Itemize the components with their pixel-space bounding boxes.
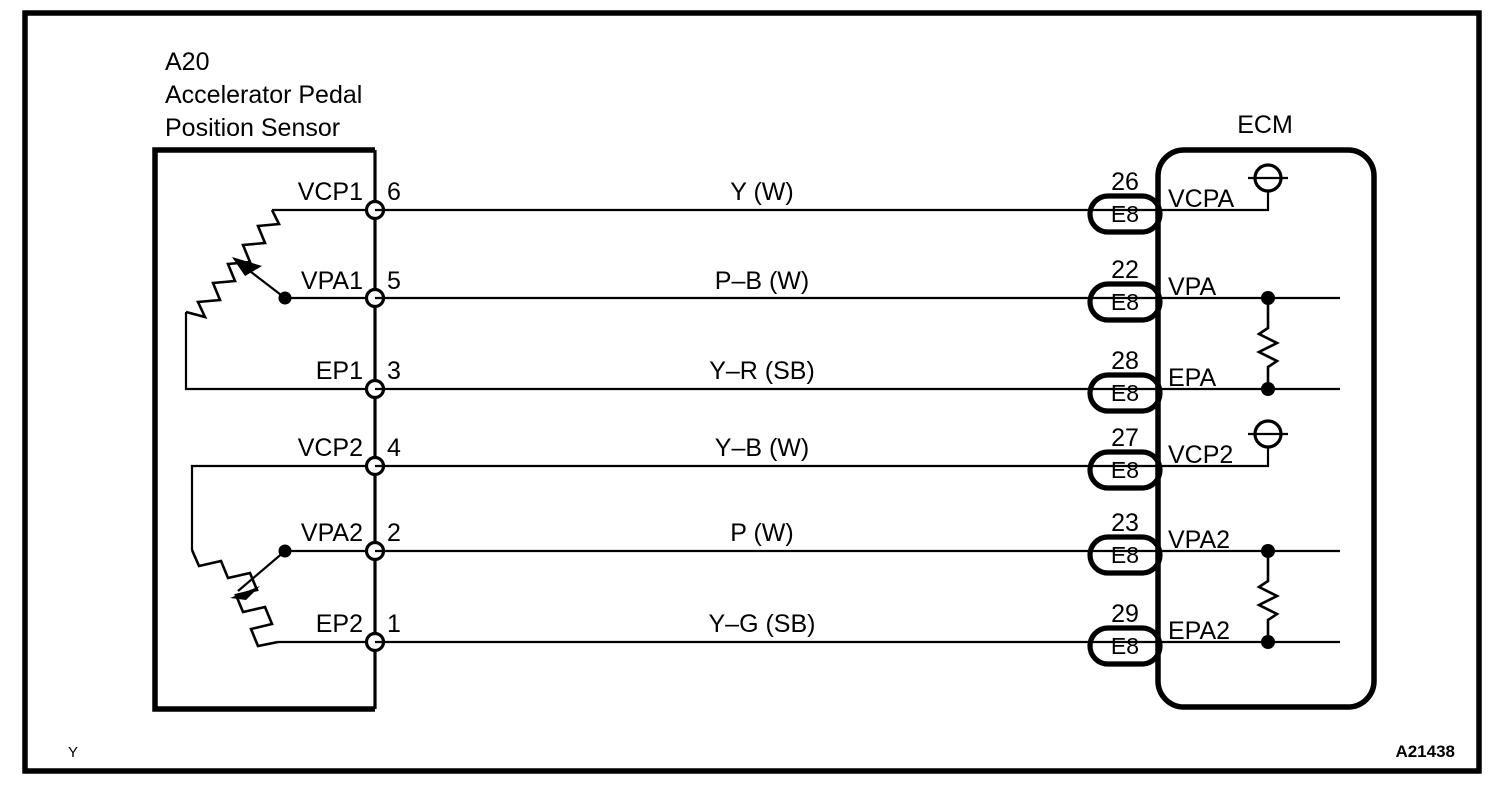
corner-mark: Y <box>68 744 78 761</box>
sensor-pin-number-1: 5 <box>387 267 401 295</box>
sensor-pin-number-0: 6 <box>387 178 401 206</box>
ecm-pin-number-1: 22 <box>1111 256 1139 284</box>
wire-color-label-2: Y–R (SB) <box>709 357 815 385</box>
ecm-pin-number-0: 26 <box>1111 168 1139 196</box>
epa-junction-dot <box>1261 382 1275 396</box>
ecm-pin-number-5: 29 <box>1111 600 1139 628</box>
sensor-pin-number-4: 2 <box>387 519 401 547</box>
sensor-terminal-label-1: VPA1 <box>301 267 363 295</box>
ecm-terminal-label-1: VPA <box>1168 273 1216 301</box>
sensor-name-line2: Position Sensor <box>165 114 340 142</box>
wire-color-label-1: P–B (W) <box>715 267 809 295</box>
wire-color-label-5: Y–G (SB) <box>709 610 816 638</box>
sensor-id: A20 <box>165 48 209 76</box>
pot2-top-lead <box>190 464 375 550</box>
ecm-connector-oval-4: E8 <box>1087 534 1163 576</box>
pot1-wiper-arrowhead <box>232 257 262 276</box>
epa2-junction-dot <box>1261 635 1275 649</box>
wire-color-label-4: P (W) <box>730 519 793 547</box>
ecm-terminal-label-5: EPA2 <box>1168 617 1230 645</box>
ecm-terminal-label-4: VPA2 <box>1168 526 1230 554</box>
wire-color-label-3: Y–B (W) <box>715 434 809 462</box>
ecm-connector-label-1: E8 <box>1111 289 1139 315</box>
vpa2-epa2-resistor <box>1256 558 1280 635</box>
sensor-pin-number-5: 1 <box>387 610 401 638</box>
ecm-connector-label-4: E8 <box>1111 542 1139 568</box>
pot2-wiper-arm <box>237 550 286 592</box>
ecm-box <box>1155 147 1377 710</box>
ecm-connector-oval-1: E8 <box>1087 281 1163 323</box>
ecm-terminal-label-3: VCP2 <box>1168 441 1233 469</box>
sensor-pin-number-2: 3 <box>387 357 401 385</box>
pot2-resistor <box>190 549 279 648</box>
vpa-epa-resistor <box>1256 305 1280 382</box>
wire-color-label-0: Y (W) <box>730 178 793 206</box>
ecm-terminal-label-0: VCPA <box>1168 185 1235 213</box>
ecm-terminal-label-2: EPA <box>1168 364 1216 392</box>
pot1-bottom-lead <box>184 312 375 391</box>
sensor-terminal-label-0: VCP1 <box>298 178 363 206</box>
figure-code: A21438 <box>1395 742 1455 761</box>
pot1-resistor <box>185 209 282 319</box>
ecm-connector-oval-3: E8 <box>1087 449 1163 491</box>
ecm-connector-label-3: E8 <box>1111 457 1139 483</box>
sensor-terminal-label-3: VCP2 <box>298 434 363 462</box>
ecm-pin-number-2: 28 <box>1111 347 1139 375</box>
ecm-connector-oval-2: E8 <box>1087 372 1163 414</box>
ecm-connector-label-0: E8 <box>1111 201 1139 227</box>
sensor-pin-number-3: 4 <box>387 434 401 462</box>
sensor-box <box>152 147 375 712</box>
ecm-connector-oval-0: E8 <box>1087 193 1163 235</box>
sensor-name-line1: Accelerator Pedal <box>165 81 362 109</box>
vpa2-junction-dot <box>1261 544 1275 558</box>
ecm-pin-number-3: 27 <box>1111 424 1139 452</box>
sensor-terminal-label-2: EP1 <box>316 357 363 385</box>
outer-border <box>22 10 1482 774</box>
ecm-connector-label-2: E8 <box>1111 380 1139 406</box>
pot2-wiper-arrowhead <box>230 586 260 600</box>
sensor-terminal-label-4: VPA2 <box>301 519 363 547</box>
vpa-junction-dot <box>1261 291 1275 305</box>
ecm-connector-oval-5: E8 <box>1087 625 1163 667</box>
ecm-title: ECM <box>1237 111 1293 139</box>
ecm-connector-label-5: E8 <box>1111 633 1139 659</box>
sensor-terminal-label-5: EP2 <box>316 610 363 638</box>
ecm-pin-number-4: 23 <box>1111 509 1139 537</box>
